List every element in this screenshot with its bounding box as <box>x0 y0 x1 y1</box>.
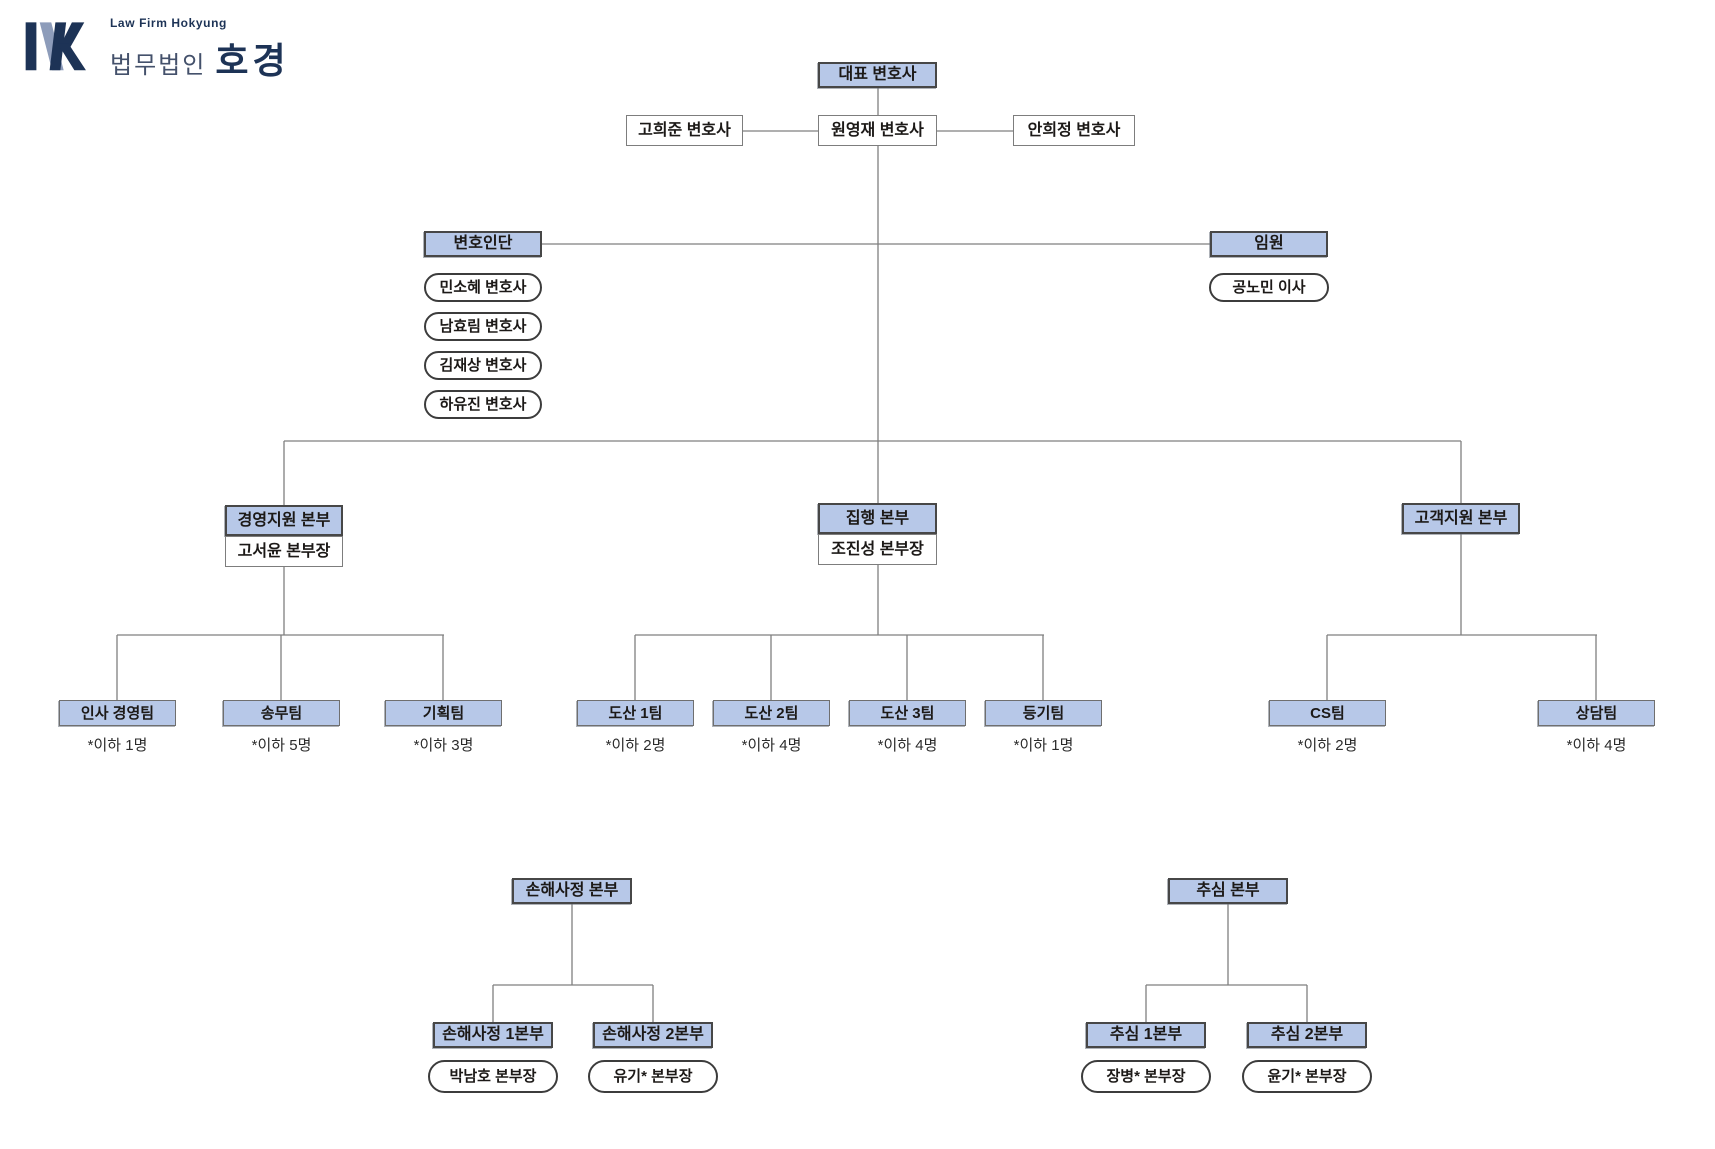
attorney-pill: 김재상 변호사 <box>424 351 542 380</box>
team-box: 송무팀 <box>223 700 340 726</box>
org-node-claims-2: 손해사정 2본부 <box>593 1022 713 1048</box>
team-box: 도산 1팀 <box>577 700 694 726</box>
division-head-pill: 박남호 본부장 <box>428 1060 558 1093</box>
org-node-partner-3: 안희정 변호사 <box>1013 115 1135 146</box>
division-head-pill: 유기* 본부장 <box>588 1060 718 1093</box>
team-note: *이하 4명 <box>1566 737 1627 754</box>
team-box: 도산 2팀 <box>713 700 830 726</box>
team-box: 상담팀 <box>1538 700 1655 726</box>
logo-mark-icon <box>25 22 86 71</box>
org-node-partner-1: 고희준 변호사 <box>626 115 743 146</box>
logo-firm-type: 법무법인 <box>110 53 207 79</box>
team-box: 도산 3팀 <box>849 700 966 726</box>
org-node-collections-hq: 추심 본부 <box>1168 878 1288 904</box>
org-node-division-execution: 집행 본부 <box>818 503 937 534</box>
team-box: 등기팀 <box>985 700 1102 726</box>
team-note: *이하 2명 <box>605 737 666 754</box>
org-node-partner-2: 원영재 변호사 <box>818 115 937 146</box>
org-node-attorney-group: 변호인단 <box>424 231 542 257</box>
team-note: *이하 2명 <box>1297 737 1358 754</box>
attorney-pill: 남효림 변호사 <box>424 312 542 341</box>
team-note: *이하 3명 <box>413 737 474 754</box>
attorney-pill: 민소혜 변호사 <box>424 273 542 302</box>
team-note: *이하 4명 <box>741 737 802 754</box>
org-node-claims-adjustment-hq: 손해사정 본부 <box>512 878 632 904</box>
org-node-executives: 임원 <box>1210 231 1328 257</box>
attorney-pill: 하유진 변호사 <box>424 390 542 419</box>
division-head: 고서윤 본부장 <box>225 536 343 567</box>
division-head-pill: 윤기* 본부장 <box>1242 1060 1372 1093</box>
logo-firm-name: 호경 <box>215 41 290 81</box>
team-note: *이하 5명 <box>251 737 312 754</box>
org-node-collections-1: 추심 1본부 <box>1086 1022 1206 1048</box>
team-box: 인사 경영팀 <box>59 700 176 726</box>
org-node-ceo: 대표 변호사 <box>818 62 937 88</box>
team-box: 기획팀 <box>385 700 502 726</box>
org-node-division-management: 경영지원 본부 <box>225 505 343 536</box>
logo: Law Firm Hokyung 법무법인 호경 <box>24 12 290 84</box>
team-box: CS팀 <box>1269 700 1386 726</box>
team-note: *이하 1명 <box>1013 737 1074 754</box>
org-node-claims-1: 손해사정 1본부 <box>433 1022 553 1048</box>
executive-pill: 공노민 이사 <box>1209 273 1329 302</box>
logo-firm-en: Law Firm Hokyung <box>110 16 227 30</box>
division-head-pill: 장병* 본부장 <box>1081 1060 1211 1093</box>
division-head: 조진성 본부장 <box>818 534 937 565</box>
team-note: *이하 4명 <box>877 737 938 754</box>
team-note: *이하 1명 <box>87 737 148 754</box>
org-node-collections-2: 추심 2본부 <box>1247 1022 1367 1048</box>
logo-text: Law Firm Hokyung 법무법인 호경 <box>110 12 290 84</box>
org-node-division-customer-support: 고객지원 본부 <box>1402 503 1520 534</box>
